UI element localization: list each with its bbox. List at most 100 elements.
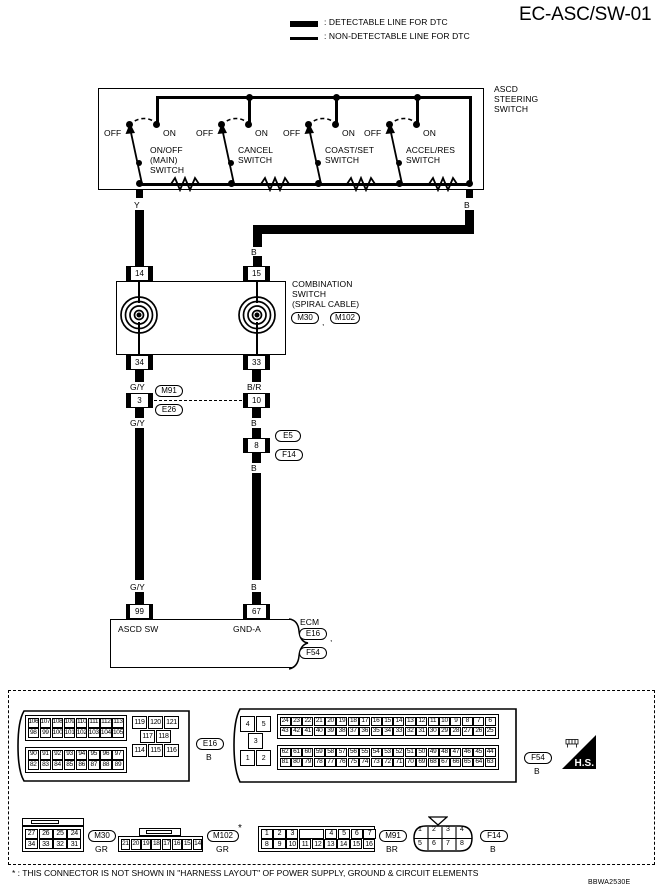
pin-cell: 97	[112, 749, 124, 760]
f14-notch-icon	[428, 816, 448, 826]
pin-cell: 5	[418, 840, 422, 847]
pin-cell: 23	[290, 716, 302, 726]
f54-connector-shell	[233, 708, 517, 783]
wire-gy-to-ecm-pin	[135, 592, 144, 604]
pin-cell: 100	[51, 728, 64, 738]
pin-cell: 47	[450, 747, 462, 757]
pin-cell: 78	[313, 757, 325, 767]
m102-lock-tab	[139, 828, 181, 836]
pin-cell: 16	[370, 716, 382, 726]
pin-cell: 69	[416, 757, 428, 767]
combination-switch-connector-m102: M102	[330, 312, 360, 324]
combination-switch-connector-separator: ,	[322, 317, 325, 327]
pin-cell: 33	[38, 839, 53, 849]
pin-cell: 37	[347, 726, 359, 736]
pin-cell: 7	[473, 716, 485, 726]
ascd-on-drop-sw2	[248, 96, 251, 126]
pin-cell: 27	[461, 726, 473, 736]
hs-label: H.S.	[574, 758, 594, 769]
pin-cell: 63	[484, 757, 496, 767]
pin-cell: 1	[418, 826, 422, 833]
m102-pin-grid: 21 20 19 18 17 16 15 14	[118, 836, 203, 852]
f14-connector-color: B	[490, 844, 496, 854]
e16-side-row-bottom: 114 115 116	[132, 744, 179, 757]
pin-cell: 16	[171, 838, 182, 850]
ascd-sw3-on-label: ON	[342, 128, 355, 138]
combination-lead-right-top	[256, 281, 258, 303]
pin-cell: 82	[27, 760, 40, 770]
pin-cell: 46	[461, 747, 473, 757]
f54-left-row-top: 4 5	[240, 716, 271, 732]
combination-lead-right-bottom	[256, 322, 258, 355]
pin-cell: 66	[450, 757, 462, 767]
pin-cell: 67	[438, 757, 450, 767]
pin-cell: 18	[151, 838, 162, 850]
ecm-code-separator: ,	[330, 633, 333, 643]
pin-cell: 52	[393, 747, 405, 757]
pin-cell: 119	[132, 716, 147, 729]
pin-cell: 14	[192, 838, 203, 850]
ascd-sw4-pivot	[396, 160, 402, 166]
inline-connector-code-m91: M91	[155, 385, 183, 397]
pin-cell: 32	[404, 726, 416, 736]
wire-b-below-10	[252, 408, 261, 418]
pin-cell: 12	[416, 716, 428, 726]
pin-cell: 116	[164, 744, 179, 757]
pin-cell: 60	[302, 747, 314, 757]
wire-gy-below-3	[135, 408, 144, 418]
pin-cell: 14	[393, 716, 405, 726]
harness-panel	[8, 690, 655, 865]
ascd-switch-title-line1: ASCD	[494, 84, 519, 94]
hs-connector-glyph	[565, 739, 579, 748]
pin-cell: 24	[279, 716, 291, 726]
wire-b-to-pin8	[252, 428, 261, 438]
pin-cell: 24	[67, 828, 82, 839]
pin-cell: 115	[148, 744, 163, 757]
m30-lock-tab	[22, 818, 84, 826]
ascd-switch-title-line2: STEERING	[494, 94, 539, 104]
e16-connector-shell	[17, 710, 190, 782]
pin-cell: 83	[39, 760, 52, 770]
resistor-1	[166, 176, 206, 192]
pin-cell: 7	[446, 840, 450, 847]
pin-cell: 31	[67, 839, 82, 849]
pin-cell: 108	[51, 717, 64, 728]
pin-cell: 11	[427, 716, 439, 726]
pin-cell: 99	[39, 728, 52, 738]
ascd-top-bus	[156, 96, 472, 99]
pin-cell: 4	[240, 716, 255, 732]
pin-cell: 21	[313, 716, 325, 726]
ascd-sw1-dashed-arc	[128, 117, 160, 126]
ascd-on-drop-sw4	[416, 96, 419, 126]
ascd-sw4-dashed-arc	[388, 117, 420, 126]
wire-b-label-below-8: B	[251, 463, 257, 473]
e16-group-a-row-top: 106 107 108 109 110 111 112 113	[27, 717, 124, 728]
pin-cell: 118	[156, 730, 171, 743]
ascd-sw1-name: ON/OFF (MAIN) SWITCH	[150, 145, 185, 175]
wire-b-to-ecm-pin	[252, 592, 261, 604]
ascd-sw1-on-label: ON	[163, 128, 176, 138]
ascd-sw3-dashed-arc	[307, 117, 339, 126]
pin-cell: 95	[87, 749, 100, 760]
pin-label-34: 34	[130, 355, 149, 370]
m91-connector-code: M91	[379, 830, 407, 842]
reference-number: BBWA2530E	[588, 879, 631, 886]
pin-cell: 85	[63, 760, 76, 770]
f54-left-row-bottom: 1 2	[240, 750, 271, 766]
pin-cell: 5	[256, 716, 271, 732]
pin-cell: 84	[51, 760, 64, 770]
pin-cell: 2	[273, 828, 286, 839]
pin-cell: 3	[446, 826, 450, 833]
ascd-sw4-on-label: ON	[423, 128, 436, 138]
e16-group-b-row-top: 90 91 92 93 94 95 96 97	[27, 749, 124, 760]
f54-row-4: 81 80 79 78 77 76 75 74 73 72 71 70 69 6…	[279, 757, 496, 767]
pin-cell: 114	[132, 744, 147, 757]
wire-b-label-below-10: B	[251, 418, 257, 428]
ascd-sw2-on-pole	[245, 121, 252, 128]
ascd-sw2-name: CANCEL SWITCH	[238, 145, 274, 165]
wire-gy-label-ecm: G/Y	[130, 582, 145, 592]
f54-row-1: 24 23 22 21 20 19 18 17 16 15 14 13 12 1…	[279, 716, 496, 726]
pin-cell: 107	[39, 717, 52, 728]
pin-cell: 89	[112, 760, 124, 770]
wire-gy-below-34	[135, 370, 144, 382]
